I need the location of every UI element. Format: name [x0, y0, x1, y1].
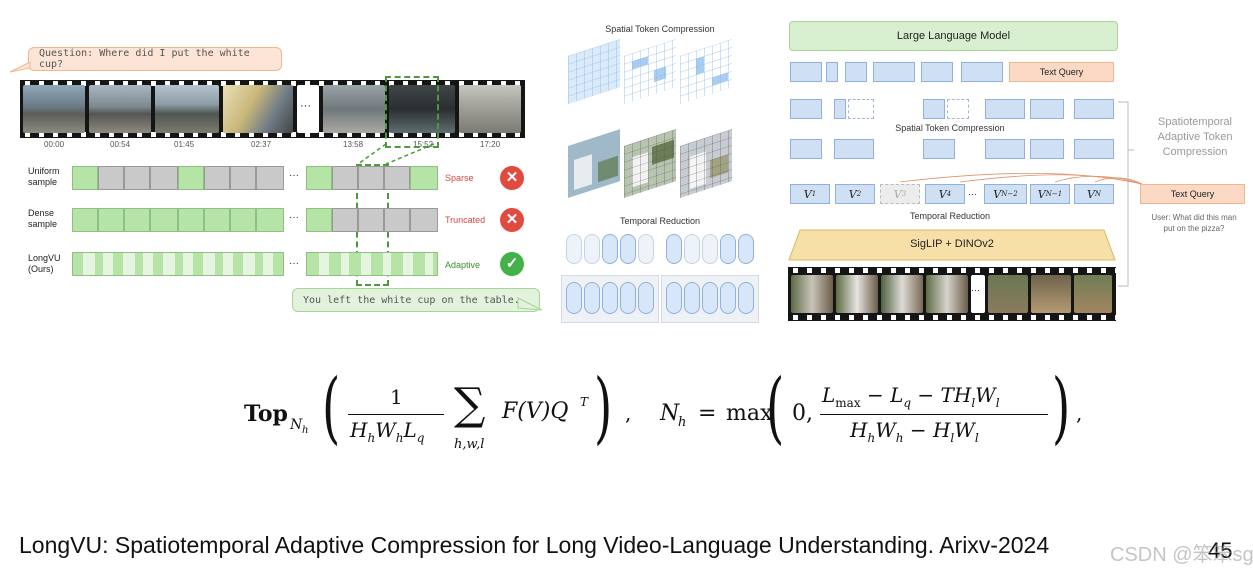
encoder-block: [788, 229, 1116, 261]
llm-label: Large Language Model: [896, 30, 1011, 42]
encoder-label: SigLIP + DINOv2: [910, 238, 994, 250]
temporal-reduction-title: Temporal Reduction: [619, 216, 701, 226]
temporal-reduction-label: Temporal Reduction: [909, 211, 991, 221]
question-text: Question: Where did I put the white cup?: [39, 48, 250, 70]
text-query-side-label: Text Query: [1170, 189, 1215, 199]
video-filmstrip: ···: [20, 80, 525, 138]
timestamp: 00:00: [44, 140, 65, 149]
citation: LongVU: Spatiotemporal Adaptive Compress…: [19, 532, 1050, 558]
answer-bubble-tail: [517, 297, 543, 311]
spatial-compression-label: Spatial Token Compression: [895, 123, 1005, 133]
highlight-connector: [357, 143, 435, 165]
video-frame: [223, 85, 293, 133]
status-adaptive: Adaptive: [445, 260, 481, 270]
video-frame: [389, 85, 455, 133]
input-video-filmstrip: ···: [788, 267, 1116, 321]
user-question: User: What did this man put on the pizza…: [1151, 213, 1237, 233]
timestamp: 01:45: [174, 140, 195, 149]
side-label: Spatiotemporal Adaptive Token Compressio…: [1157, 116, 1233, 158]
cross-icon: ✕: [500, 166, 524, 190]
formula-top: Top: [244, 401, 288, 427]
filmstrip-ellipsis: ···: [300, 100, 311, 112]
video-frame: [459, 85, 521, 133]
video-frame: [155, 85, 219, 133]
text-query-box-side: Text Query: [1140, 184, 1245, 204]
text-query-label: Text Query: [1039, 67, 1084, 77]
spatial-compression-illustration: [568, 39, 732, 198]
video-frame: [323, 85, 385, 133]
answer-text: You left the white cup on the table.: [303, 294, 520, 306]
video-frame: [23, 85, 85, 133]
row-label-longvu: LongVU(Ours): [28, 253, 61, 274]
token-ellipsis: ···: [968, 189, 977, 199]
page-number: 45: [1208, 538, 1233, 563]
text-query-box-top: Text Query: [1009, 62, 1114, 82]
llm-block: Large Language Model: [789, 21, 1118, 51]
check-icon: ✓: [500, 252, 524, 276]
timestamp: 02:37: [251, 140, 272, 149]
question-bubble: Question: Where did I put the white cup?: [28, 47, 282, 71]
adaptive-sample-strip-end: [306, 252, 438, 276]
status-sparse: Sparse: [445, 173, 474, 183]
cross-icon: ✕: [500, 208, 524, 232]
timestamp: 13:58: [343, 140, 364, 149]
watermark: CSDN @笨笨sg: [1110, 544, 1253, 566]
side-bracket: [1118, 101, 1134, 287]
spatial-compression-title: Spatial Token Compression: [605, 24, 715, 34]
video-frame: [89, 85, 151, 133]
query-arrows: [899, 172, 1143, 185]
answer-bubble: You left the white cup on the table.: [292, 288, 540, 312]
question-bubble-tail: [9, 62, 31, 73]
status-truncated: Truncated: [445, 215, 486, 225]
highlight-frame-box: [385, 76, 439, 148]
adaptive-sample-strip: [72, 252, 284, 276]
timestamp: 15:52: [413, 140, 434, 149]
formula: Top N h ( 1 HhWhLq ∑ h,w,l F(V)Q T ) , N…: [244, 363, 1083, 453]
video-frame: [297, 85, 319, 133]
timestamp: 00:54: [110, 140, 131, 149]
timestamp: 17:20: [480, 140, 501, 149]
